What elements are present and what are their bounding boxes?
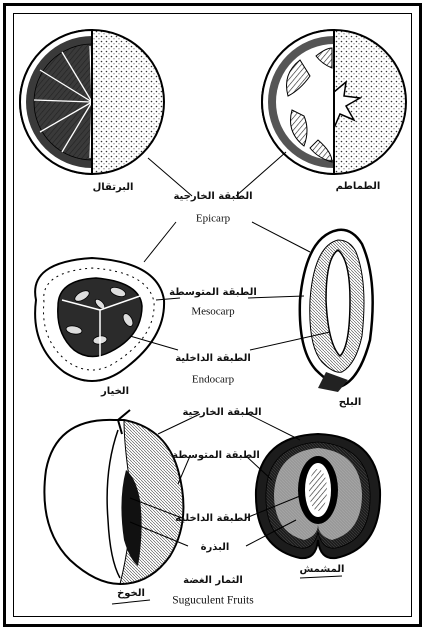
seed-label: البذرة: [201, 543, 230, 553]
caption-english: Suguculent Fruits: [172, 595, 253, 607]
cucumber-label: الخيار: [101, 387, 129, 397]
peach-label: الخوخ: [117, 589, 145, 599]
bottom-mesocarp-label: الطبقة المتوسطة: [172, 451, 260, 461]
date-label: البلح: [339, 398, 362, 408]
bottom-endocarp-label: الطبقة الداخلية: [175, 514, 251, 524]
apricot-drawing: [256, 434, 380, 558]
orange-drawing: [20, 30, 164, 174]
endocarp-label-ar: الطبقة الداخلية: [175, 354, 251, 364]
caption-arabic: الثمار الغضة: [183, 576, 243, 586]
epicarp-label-ar: الطبقة الخارجية: [173, 192, 252, 202]
apricot-label: المشمش: [300, 565, 345, 575]
mesocarp-label-ar: الطبقة المتوسطة: [169, 288, 257, 298]
epicarp-label-en: Epicarp: [196, 214, 230, 225]
cucumber-drawing: [35, 258, 164, 381]
bottom-epicarp-label: الطبقة الخارجية: [182, 408, 261, 418]
tomato-label: الطماطم: [336, 182, 381, 192]
tomato-drawing: [262, 30, 406, 174]
endocarp-label-en: Endocarp: [192, 375, 234, 386]
mesocarp-label-en: Mesocarp: [191, 307, 234, 318]
peach-drawing: [44, 410, 183, 584]
date-drawing: [300, 230, 373, 392]
orange-label: البرتقال: [93, 183, 134, 193]
